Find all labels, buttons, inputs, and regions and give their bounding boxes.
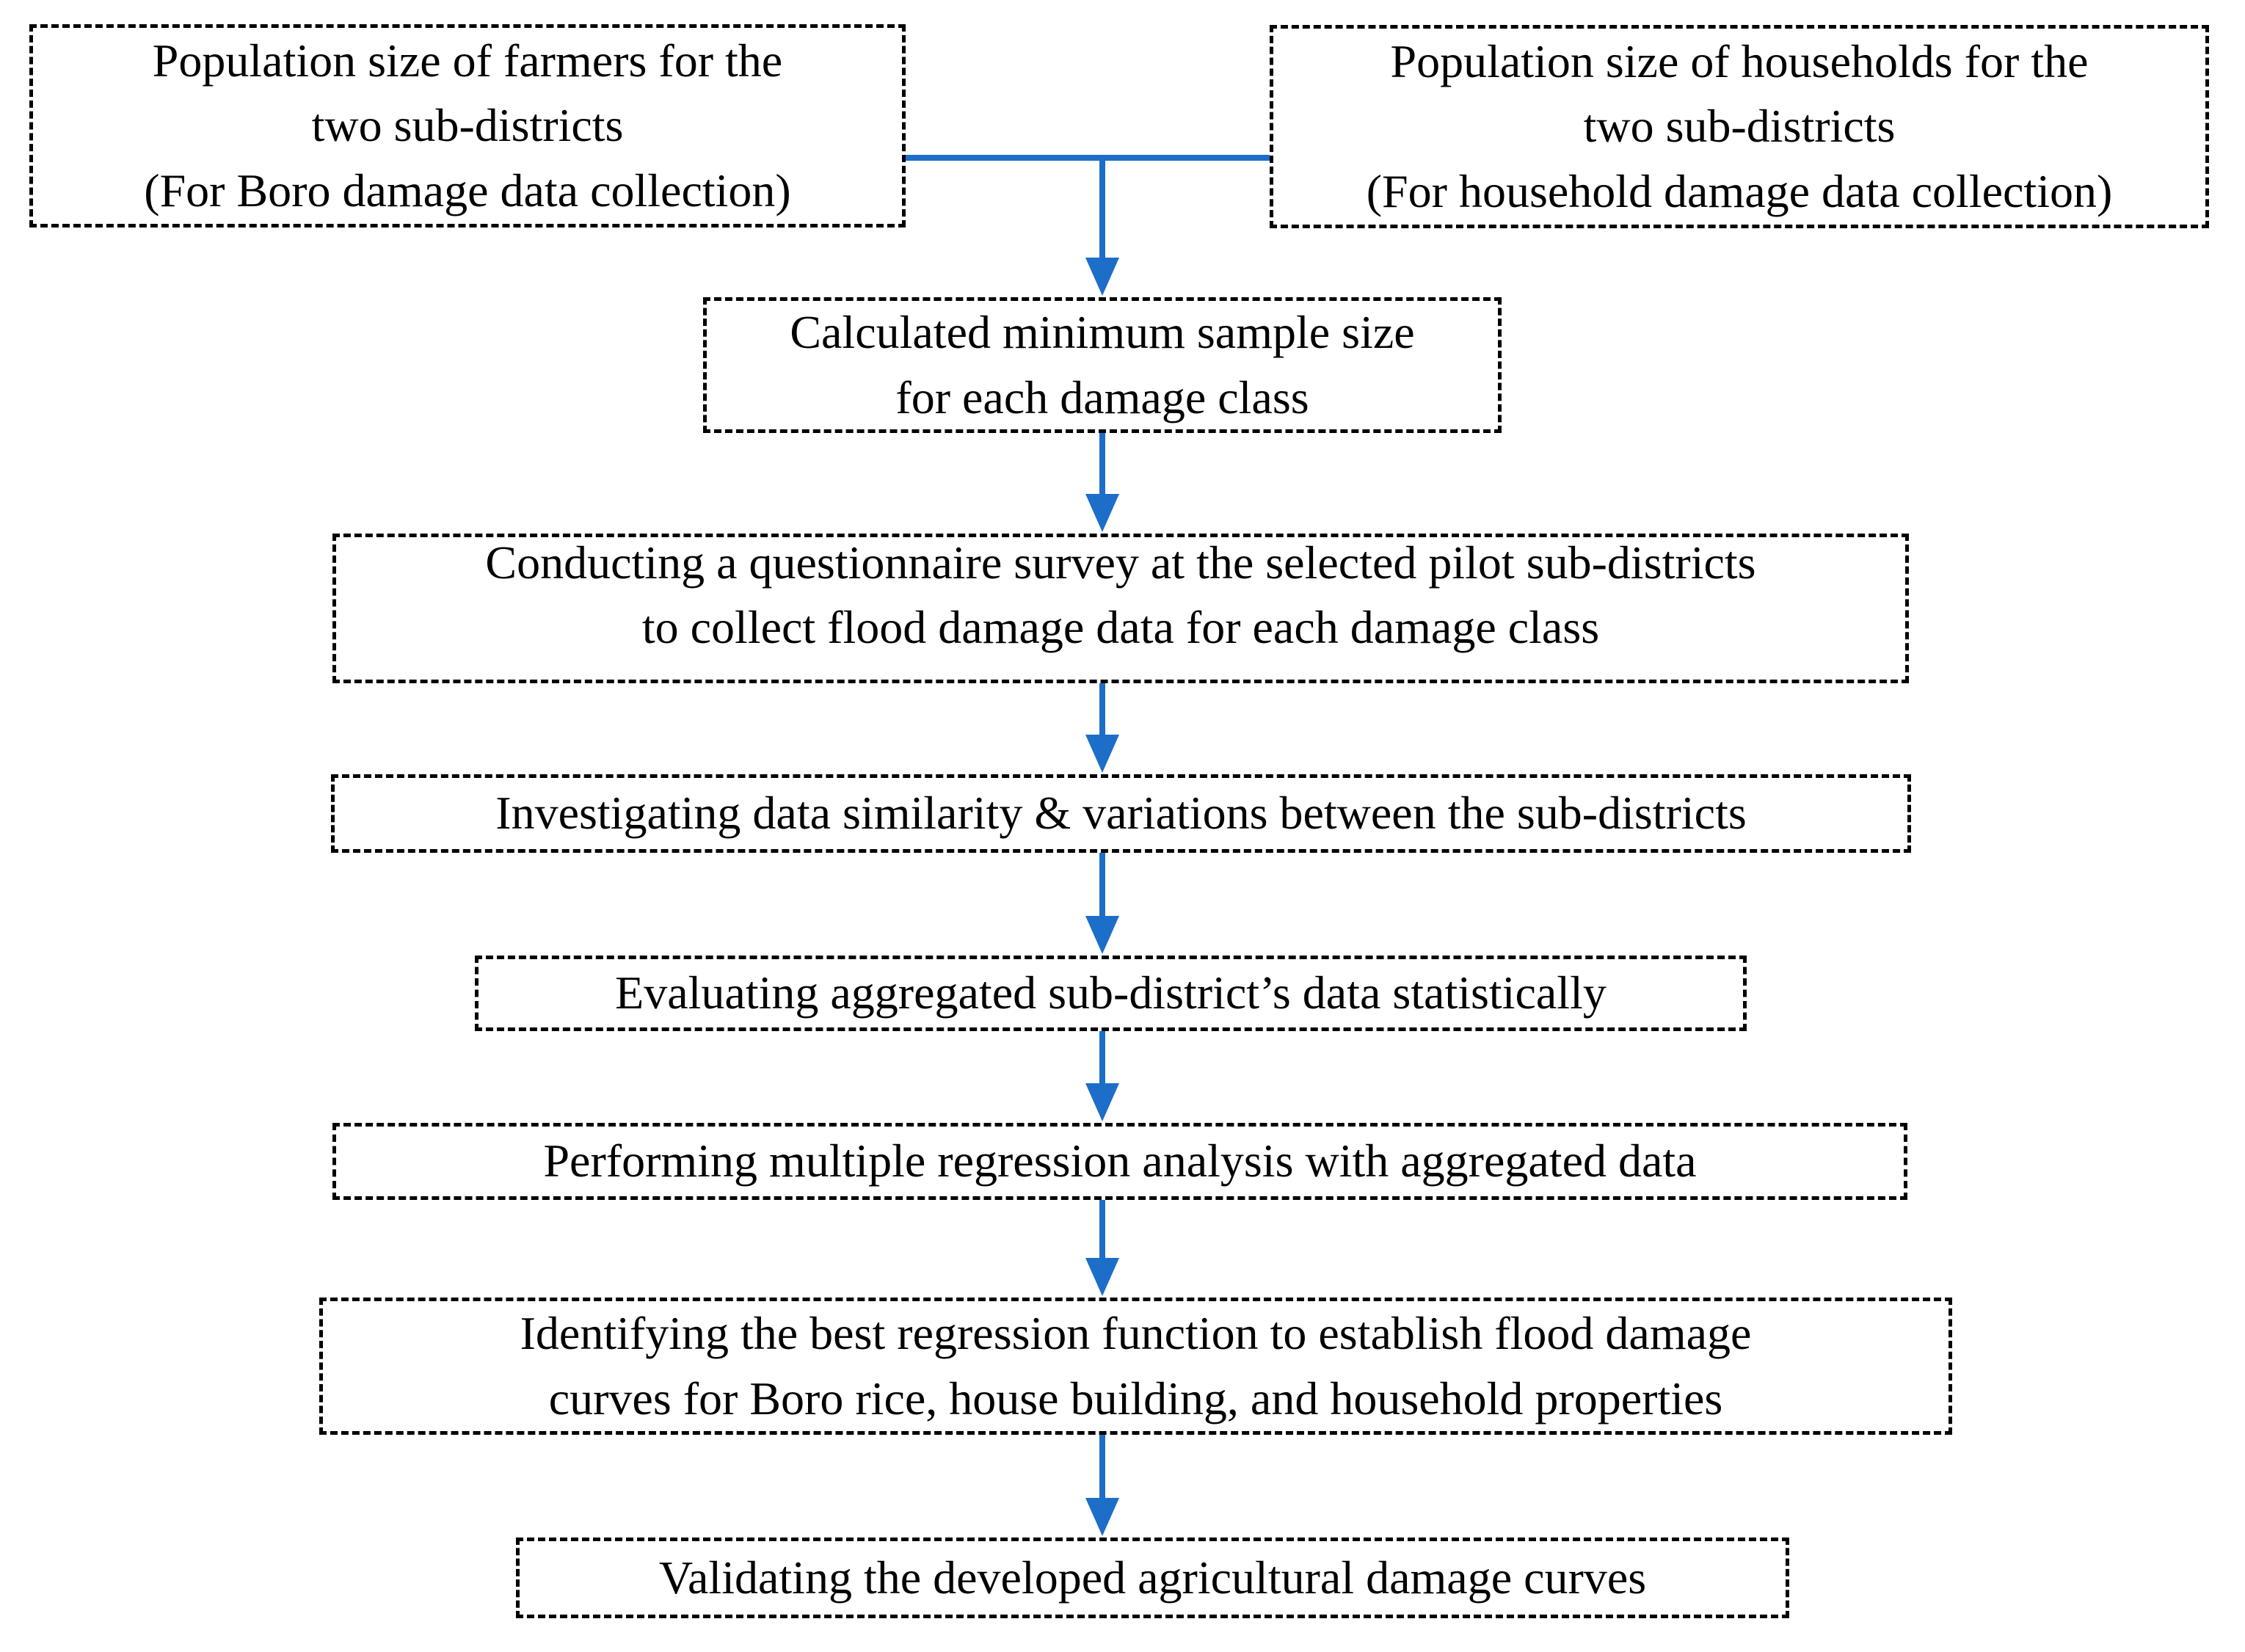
box-multiple-regression: Performing multiple regression analysis … <box>332 1123 1907 1200</box>
box-text-line: Calculated minimum sample size <box>790 306 1415 359</box>
box-text-line: for each damage class <box>895 371 1309 423</box>
arrow-down-line <box>1099 433 1105 494</box>
arrow-head <box>1085 1498 1119 1536</box>
box-population-households: Population size of households for the tw… <box>1270 25 2209 228</box>
arrow-down-line <box>1099 1435 1105 1498</box>
box-text-line: Performing multiple regression analysis … <box>543 1135 1697 1187</box>
box-text-line: Validating the developed agricultural da… <box>658 1551 1647 1604</box>
arrow-down-line <box>1099 1031 1105 1083</box>
box-questionnaire-survey: Conducting a questionnaire survey at the… <box>332 534 1909 683</box>
arrow-down-line <box>1099 853 1105 916</box>
box-text-line: to collect flood damage data for each da… <box>641 601 1600 653</box>
box-text-line: Conducting a questionnaire survey at the… <box>485 536 1756 589</box>
box-text-line: Identifying the best regression function… <box>520 1307 1752 1360</box>
box-text-line: Investigating data similarity & variatio… <box>495 787 1747 840</box>
box-text-line: two sub-districts <box>1583 100 1896 153</box>
box-text-line: Population size of households for the <box>1390 35 2089 88</box>
box-text-line: Population size of farmers for the <box>152 34 783 87</box>
box-text-line: Evaluating aggregated sub-district’s dat… <box>615 967 1607 1019</box>
box-best-regression-function: Identifying the best regression function… <box>319 1298 1952 1435</box>
arrow-down-line <box>1099 155 1105 258</box>
arrow-head <box>1085 1258 1119 1296</box>
arrow-down-line <box>1099 683 1105 735</box>
box-statistical-evaluation: Evaluating aggregated sub-district’s dat… <box>475 956 1747 1031</box>
arrow-head <box>1085 1083 1119 1121</box>
arrow-head <box>1085 258 1119 296</box>
box-data-similarity: Investigating data similarity & variatio… <box>331 774 1911 853</box>
arrow-head <box>1085 735 1119 773</box>
box-minimum-sample-size: Calculated minimum sample size for each … <box>703 297 1502 433</box>
box-validating-curves: Validating the developed agricultural da… <box>516 1538 1789 1618</box>
connector-line-horizontal <box>906 155 1270 161</box>
box-text-line: (For Boro damage data collection) <box>144 164 791 216</box>
arrow-head <box>1085 494 1119 532</box>
box-text-line: curves for Boro rice, house building, an… <box>548 1372 1723 1424</box>
box-text-line: (For household damage data collection) <box>1366 164 2113 217</box>
arrow-down-line <box>1099 1200 1105 1258</box>
box-population-farmers: Population size of farmers for the two s… <box>29 24 906 228</box>
arrow-head <box>1085 916 1119 954</box>
box-text-line: two sub-districts <box>311 99 624 152</box>
